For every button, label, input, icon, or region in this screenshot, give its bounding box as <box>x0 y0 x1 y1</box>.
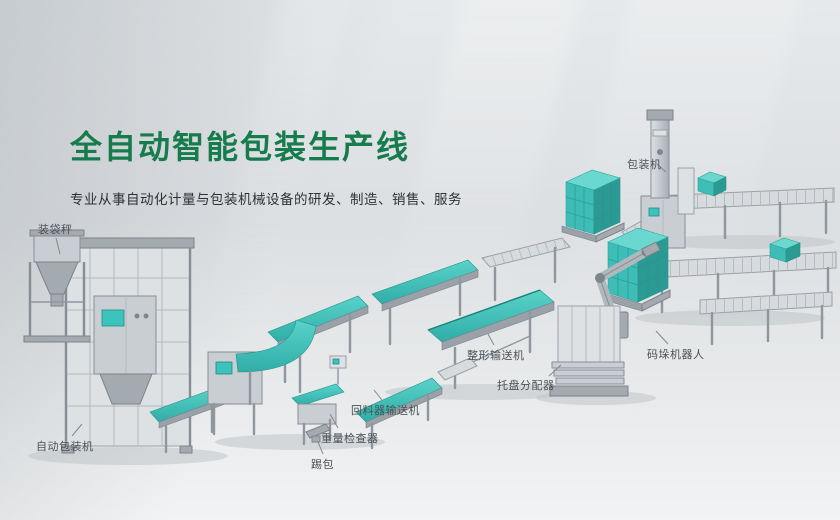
label-packing-machine: 包装机 <box>627 158 662 171</box>
label-auto-packing-machine: 自动包装机 <box>36 440 94 453</box>
page-subtitle: 专业从事自动化计量与包装机械设备的研发、制造、销售、服务 <box>70 192 462 208</box>
label-shaping-conveyor: 整形输送机 <box>467 349 525 362</box>
label-return-conveyor: 回料器输送机 <box>351 404 420 417</box>
label-palletizing-robot: 码垛机器人 <box>647 348 705 361</box>
palletizing-robot <box>595 241 661 339</box>
light-beam <box>546 0 824 340</box>
bagging-scale <box>23 229 91 343</box>
pallet-stack-front <box>603 227 671 312</box>
label-weight-checker: 重量检查器 <box>321 432 379 445</box>
conveyor-boxes <box>697 171 801 263</box>
hero-text-block: 全自动智能包装生产线 专业从事自动化计量与包装机械设备的研发、制造、销售、服务 <box>70 122 462 208</box>
label-bagging-scale: 装袋秤 <box>38 223 73 236</box>
roller-conveyor-lines <box>621 187 837 346</box>
floor-shadows <box>28 235 835 465</box>
page-title: 全自动智能包装生产线 <box>70 128 411 166</box>
auto-packing-machine <box>59 237 226 454</box>
label-bag-kicker: 踢包 <box>311 458 334 471</box>
mid-line-machines <box>207 319 478 450</box>
pallet-dispenser <box>549 305 629 397</box>
label-pallet-dispenser: 托盘分配器 <box>497 379 555 392</box>
pallet-stack-rear <box>561 169 625 243</box>
packing-machine <box>640 109 695 249</box>
shaping-conveyor <box>427 289 555 390</box>
